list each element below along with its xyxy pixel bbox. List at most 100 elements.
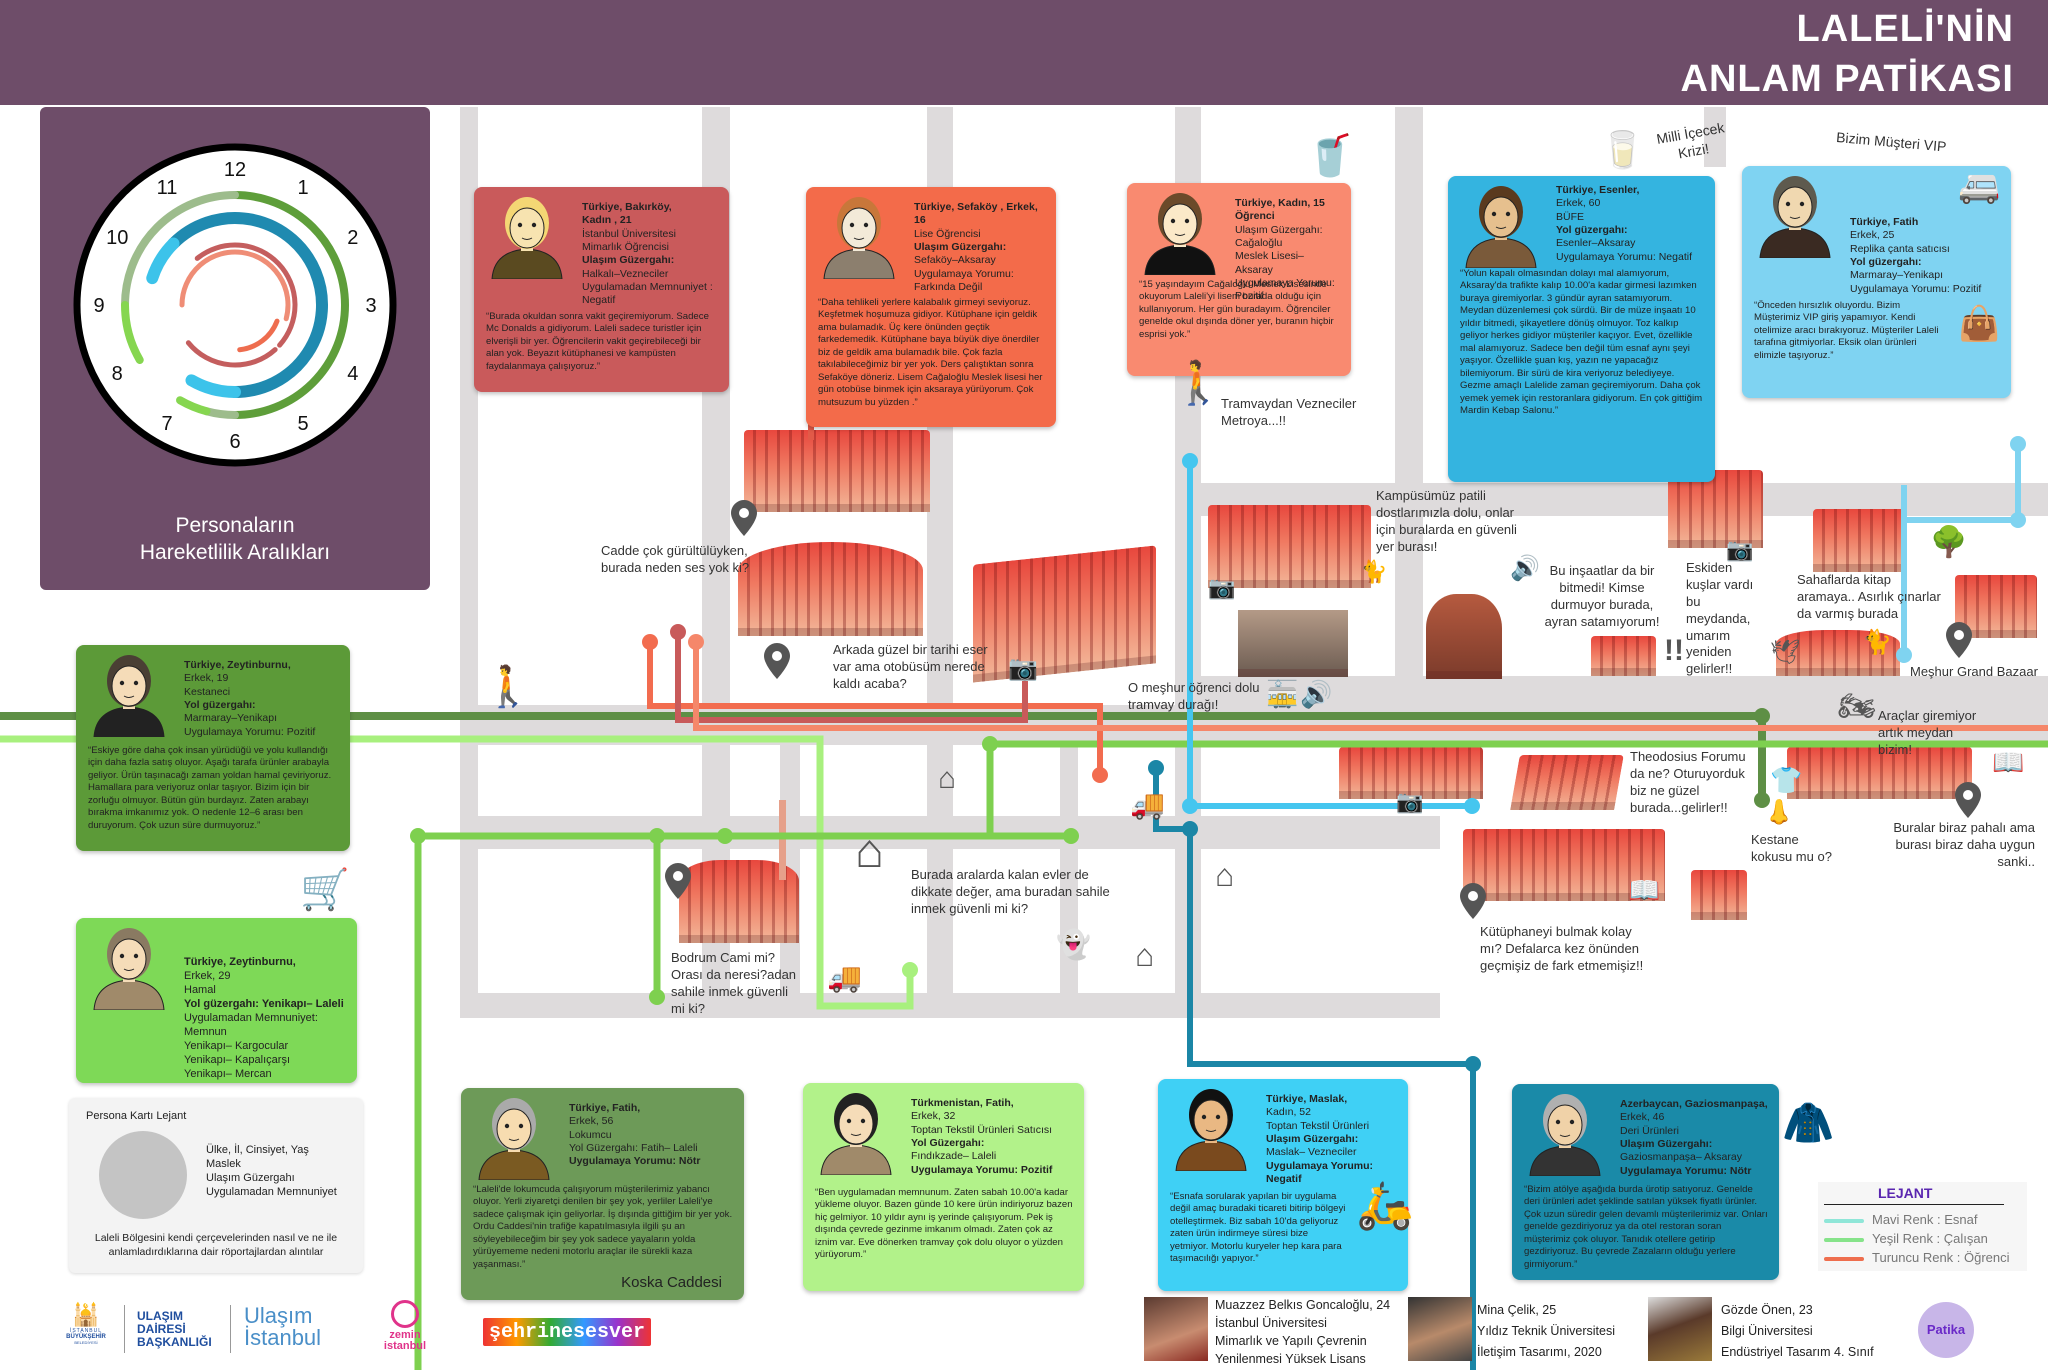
persona-info-line: Yol güzergahı: Yenikapı– Laleli <box>184 997 344 1010</box>
persona-quote: “Eskiye göre daha çok insan yürüdüğü ve … <box>88 745 332 831</box>
author-info: Muazzez Belkıs Goncaloğlu, 24 İstanbul Ü… <box>1215 1296 1390 1368</box>
clock-hour-label: 12 <box>224 159 246 181</box>
location-pin-icon[interactable] <box>1946 622 1972 658</box>
persona-info-line: Esenler–Aksaray <box>1556 237 1636 250</box>
camera-icon[interactable]: 📷 <box>1208 575 1236 600</box>
house-icon: ⌂ <box>1215 857 1235 893</box>
location-pin-icon[interactable] <box>731 500 757 536</box>
persona-info-line: Türkiye, Zeytinburnu, <box>184 659 291 671</box>
persona-info-line: Uygulamaya Yorumu: Pozitif <box>1235 276 1335 303</box>
mobility-arc <box>121 191 239 309</box>
glass-icon: 🥛 <box>1600 129 1645 170</box>
author-photo <box>1408 1297 1472 1361</box>
author-line: Yıldız Teknik Üniversitesi <box>1477 1324 1616 1338</box>
uddb-logo: ULAŞIM DAİRESİ BAŞKANLIĞI <box>137 1310 212 1349</box>
clock-hour-label: 5 <box>297 413 308 435</box>
route-stop-dot <box>1182 821 1198 837</box>
location-pin-icon[interactable] <box>1955 782 1981 818</box>
clock-hour-label: 9 <box>93 295 104 317</box>
street <box>460 993 1440 1018</box>
author-line: Bilgi Üniversitesi <box>1721 1324 1813 1338</box>
persona-quote: “Esnafa sorularak yapılan bir uygulama d… <box>1170 1191 1346 1265</box>
clock-hour-label: 1 <box>297 177 308 199</box>
persona-avatar <box>1144 193 1216 275</box>
ulasim-istanbul-text: İstanbul <box>244 1325 322 1350</box>
mobility-arc <box>179 249 291 322</box>
building-domed-hall <box>738 542 923 636</box>
persona-info-line: Maslak– Vezneciler <box>1266 1146 1357 1159</box>
annotation-bodrum: Bodrum Cami mi? Orası da neresi?adan sah… <box>671 950 797 1016</box>
camera-icon[interactable]: 📷 <box>1396 789 1424 814</box>
ulasim-istanbul-logo: Ulaşım İstanbul <box>244 1305 321 1349</box>
mobility-arc <box>231 191 349 419</box>
persona-info-line: Uygulamaya Yorumu: <box>914 267 1014 280</box>
zemin-text: zemin <box>389 1329 421 1341</box>
cat-icon: 🐈 <box>1862 629 1892 656</box>
persona-info-line: Marmaray–Yenikapı <box>184 712 277 725</box>
persona-avatar <box>820 1093 892 1175</box>
street <box>1395 107 1423 687</box>
persona-info-line: Ulaşım Güzergahı: <box>1620 1137 1713 1150</box>
legend-item: Mavi Renk : Esnaf <box>1824 1210 2010 1229</box>
street <box>1201 676 2048 705</box>
brain-bulb-icon <box>391 1300 419 1328</box>
persona-info-line: Erkek, 46 <box>1620 1111 1665 1124</box>
sehrinesesver-logo: şehrinesesver <box>483 1318 652 1346</box>
mobility-arc <box>185 340 278 368</box>
persona-info-line: Azerbaycan, Gaziosmanpaşa, <box>1620 1098 1768 1110</box>
mobility-arc <box>237 318 280 353</box>
persona-info-line: Deri Ürünleri <box>1620 1124 1679 1137</box>
persona-info-line: Farkında Değil <box>914 280 983 293</box>
zemin-istanbul-logo: zemin istanbul <box>380 1300 430 1352</box>
author-info: Mina Çelik, 25 Yıldız Teknik Üniversites… <box>1477 1300 1615 1363</box>
clock-hour-label: 2 <box>347 227 358 249</box>
street-name-label: Koska Caddesi <box>621 1273 722 1291</box>
legend-item: Turuncu Renk : Öğrenci <box>1824 1248 2010 1267</box>
house-icon: ⌂ <box>1135 937 1155 973</box>
birds-icon: 🕊 <box>1770 639 1801 666</box>
building-laleli-mosque <box>744 430 930 512</box>
persona-info-line: Mimarlık Öğrencisi <box>582 240 669 253</box>
persona-info-line: Türkiye, Fatih <box>1850 216 1919 228</box>
clock-hour-label: 11 <box>157 177 178 199</box>
persona-quote: “Ben uygulamadan memnunum. Zaten sabah 1… <box>815 1187 1073 1261</box>
mobility-arc <box>202 407 239 419</box>
building-entrance-photo <box>1238 610 1348 677</box>
clock-hour-label: 4 <box>347 363 358 385</box>
persona-info-line: Yol güzergahı: <box>184 698 256 711</box>
kiosk-bufe <box>1591 636 1656 676</box>
camera-icon[interactable]: 📷 <box>1726 537 1754 562</box>
persona-avatar <box>478 1098 550 1180</box>
ulasim-istanbul-text: Ulaşım <box>244 1303 313 1328</box>
building-university-gate <box>1668 470 1763 548</box>
persona-info-line: BÜFE <box>1556 210 1585 223</box>
legend-field: Maslek <box>206 1158 241 1170</box>
coat-icon: 🧥 <box>1782 1099 1835 1146</box>
camera-icon[interactable]: 📷 <box>1008 655 1038 682</box>
location-pin-icon[interactable] <box>764 643 790 679</box>
speaker-icon: 🔊 <box>1510 555 1540 582</box>
author-line: Endüstriyel Tasarım 4. Sınıf <box>1721 1345 1874 1359</box>
persona-info-line: Uygulamaya Yorumu: Negatif <box>1556 250 1692 263</box>
minaret <box>779 800 786 880</box>
location-pin-icon[interactable] <box>1460 883 1486 919</box>
street <box>460 107 478 1018</box>
ibb-logo-text: BELEDİYESİ <box>74 1340 98 1345</box>
persona-info-line: Türkiye, Zeytinburnu, <box>184 956 296 968</box>
annotation-grand-bazaar: Meşhur Grand Bazaar <box>1910 664 2038 679</box>
mobility-arc <box>167 212 328 398</box>
location-pin-icon[interactable] <box>665 863 691 899</box>
legend-item: Yeşil Renk : Çalışan <box>1824 1229 2010 1248</box>
van-icon: 🚐 <box>1958 167 2001 205</box>
clock-hour-label: 7 <box>161 413 172 435</box>
route-stop-dot <box>982 736 998 752</box>
persona-info-line: Uygulamaya Yorumu: Nötr <box>1620 1164 1752 1177</box>
